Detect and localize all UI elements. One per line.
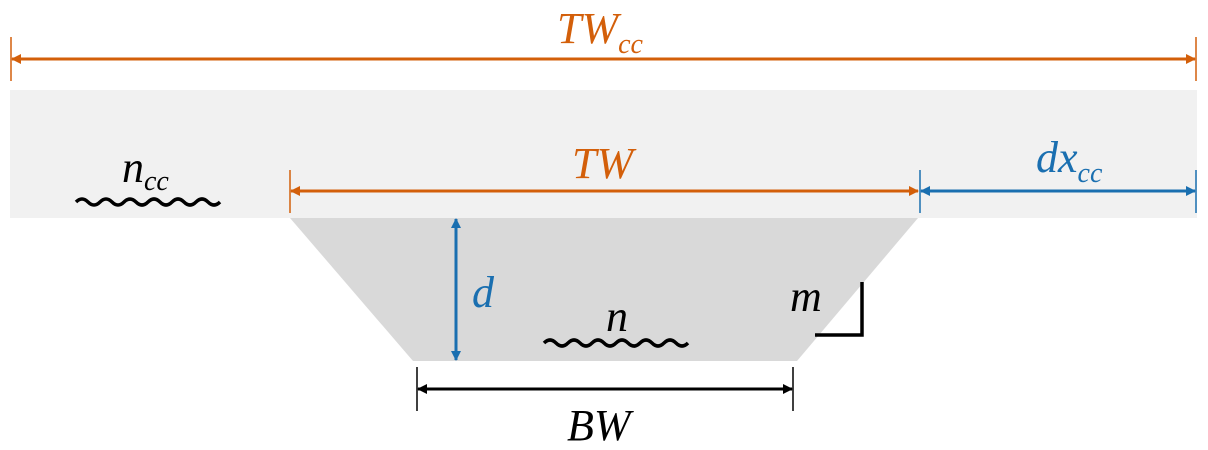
dxcc-label-sub: cc: [1078, 158, 1103, 189]
bw-label: BW: [567, 401, 634, 450]
n-label: n: [606, 292, 628, 341]
main-channel-trapezoid: [290, 218, 918, 361]
top-width-dimension: TW: [289, 139, 919, 213]
ncc-label-main: n: [122, 143, 144, 192]
floodplain-region: [10, 90, 1197, 218]
floodplain-width-dimension: dxcc: [919, 133, 1197, 213]
bottom-width-dimension: BW: [416, 367, 794, 450]
n-wavy-line-icon: [542, 338, 690, 348]
twcc-label-sub: cc: [618, 29, 643, 60]
top-width-compound-dimension: TWcc: [10, 4, 1197, 81]
twcc-label-main: TW: [557, 4, 621, 53]
ncc-label: ncc: [122, 143, 169, 197]
channel-roughness: n: [542, 292, 690, 348]
ncc-wavy-line-icon: [74, 197, 222, 207]
depth-dimension: d: [451, 218, 495, 361]
depth-label: d: [472, 268, 495, 317]
twcc-label: TWcc: [557, 4, 644, 60]
dxcc-label: dxcc: [1036, 133, 1103, 189]
m-label: m: [790, 272, 822, 321]
ncc-label-sub: cc: [144, 166, 169, 197]
dxcc-label-main: dx: [1036, 133, 1078, 182]
slope-right-angle-icon: [815, 282, 864, 337]
floodplain-roughness: ncc: [74, 143, 222, 207]
side-slope: m: [790, 272, 864, 337]
tw-label: TW: [572, 139, 636, 188]
